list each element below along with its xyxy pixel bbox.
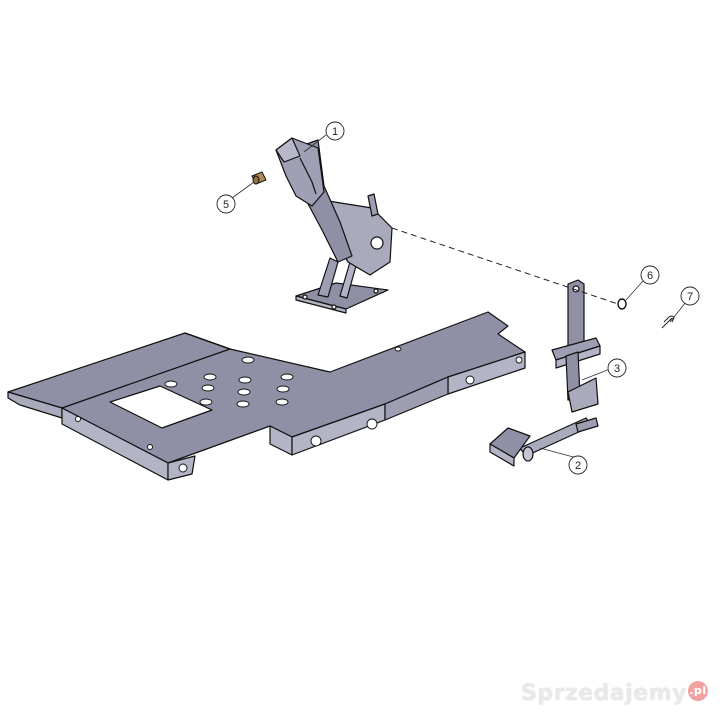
- svg-text:1: 1: [332, 126, 338, 138]
- washer-part-6: [617, 298, 627, 310]
- assembly-axis-line: [391, 227, 619, 305]
- leader-lines: [231, 134, 687, 459]
- pedal-assembly: [489, 279, 601, 467]
- svg-text:2: 2: [575, 460, 581, 472]
- base-plate: [7, 311, 526, 481]
- callout-1: 1: [325, 121, 345, 141]
- watermark-badge: .pl: [688, 681, 708, 701]
- svg-text:6: 6: [647, 270, 653, 282]
- callout-5: 5: [216, 194, 236, 214]
- svg-text:7: 7: [687, 291, 693, 303]
- svg-text:3: 3: [614, 363, 620, 375]
- callout-3: 3: [607, 358, 627, 378]
- callout-6: 6: [640, 265, 660, 285]
- bolt-part-5: [251, 171, 267, 185]
- watermark-text: Sprzedajemy: [521, 681, 687, 706]
- callout-7: 7: [680, 286, 700, 306]
- callouts: 1 2 3 5 6 7: [216, 121, 700, 475]
- svg-text:5: 5: [223, 199, 229, 211]
- callout-2: 2: [568, 455, 588, 475]
- watermark-logo: Sprzedajemy.pl: [521, 681, 708, 706]
- hand-lever-assembly: [275, 137, 393, 314]
- split-pin-part-7: [661, 315, 675, 329]
